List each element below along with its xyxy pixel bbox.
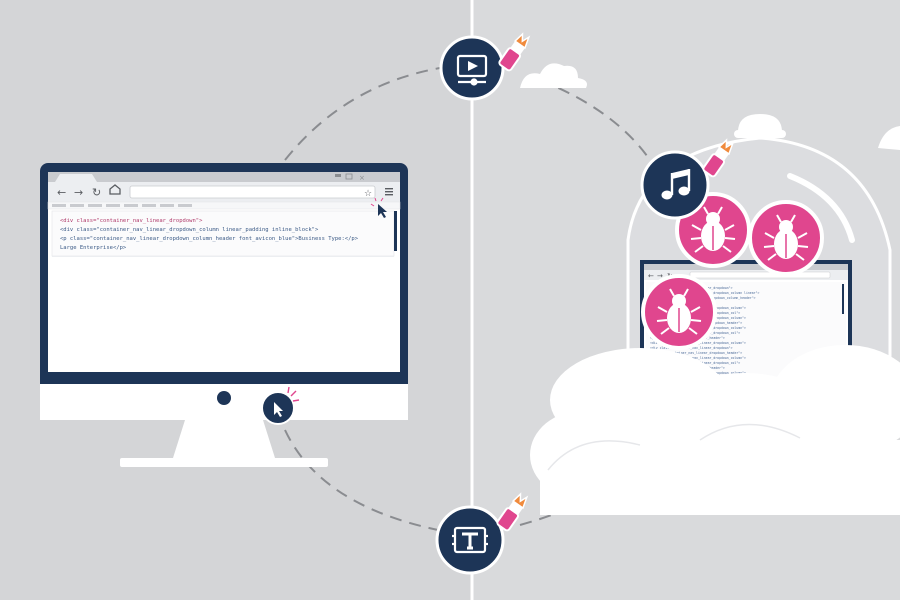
brush-icon <box>496 492 529 532</box>
video-player-icon <box>456 54 488 86</box>
forward-arrow-icon[interactable]: → <box>74 186 83 199</box>
foreground-cloud <box>530 345 900 515</box>
bell-jar-knob <box>738 114 782 132</box>
back-arrow-icon[interactable]: ← <box>57 186 66 199</box>
cursor-node <box>261 391 295 425</box>
mini-code-line: <div class="container_nav_linear_dropdow… <box>650 356 746 360</box>
bug-badge <box>748 200 824 276</box>
mini-code-line: <p class="container_nav_linear_dropdown_… <box>650 351 742 355</box>
bookmark-items <box>52 204 192 207</box>
window-minimize-icon[interactable] <box>335 174 341 177</box>
cloud-icon <box>878 126 900 150</box>
monitor-stand <box>173 420 275 458</box>
code-line: <div class="container_nav_linear_dropdow… <box>60 227 319 233</box>
mini-address-bar <box>689 271 831 279</box>
reload-icon[interactable]: ↻ <box>92 186 101 199</box>
browser-tab[interactable] <box>55 174 97 182</box>
brush-icon <box>702 138 735 178</box>
bug-icon <box>656 288 702 335</box>
brush-icon <box>498 32 531 72</box>
code-inspector-panel <box>51 210 395 257</box>
text-tool-icon <box>452 526 488 554</box>
bug-icon <box>763 214 809 261</box>
back-arrow-icon: ← <box>648 272 654 280</box>
code-scrollbar[interactable] <box>394 211 397 251</box>
menu-icon[interactable] <box>385 188 393 196</box>
video-node <box>439 35 505 101</box>
monitor-power-dot <box>217 391 231 405</box>
mini-code-line: <div class="container_nav_linear_dropdow… <box>650 346 733 350</box>
cursor-click-icon <box>274 402 283 417</box>
forward-arrow-icon: → <box>657 272 663 280</box>
bug-icon <box>690 206 736 253</box>
music-node <box>640 150 710 220</box>
home-icon[interactable] <box>109 184 121 195</box>
mini-scrollbar <box>842 284 844 314</box>
cloud-icon <box>520 63 587 88</box>
text-node <box>435 505 505 575</box>
monitor-base <box>120 458 328 467</box>
address-bar[interactable] <box>129 185 376 199</box>
code-line: Large Enterprise</p> <box>60 245 127 251</box>
music-note-icon <box>661 169 691 200</box>
bug-badge <box>641 274 717 350</box>
bookmarks-bar <box>47 201 401 210</box>
code-line: <p class="container_nav_linear_dropdown_… <box>60 236 359 242</box>
cursor-click-icon <box>370 197 387 218</box>
desktop-monitor: × ← → ↻ ☆ <div class="container_nav_line… <box>40 163 408 467</box>
bookmark-star-icon[interactable]: ☆ <box>364 189 372 199</box>
code-line: <div class="container_nav_linear_dropdow… <box>60 218 203 224</box>
mini-tab-strip <box>644 264 848 270</box>
cursor-sparks <box>287 386 300 402</box>
window-maximize-icon[interactable] <box>345 173 353 180</box>
browser-tab-strip <box>48 172 400 182</box>
window-close-icon[interactable]: × <box>359 174 365 182</box>
background-clouds <box>520 63 900 150</box>
